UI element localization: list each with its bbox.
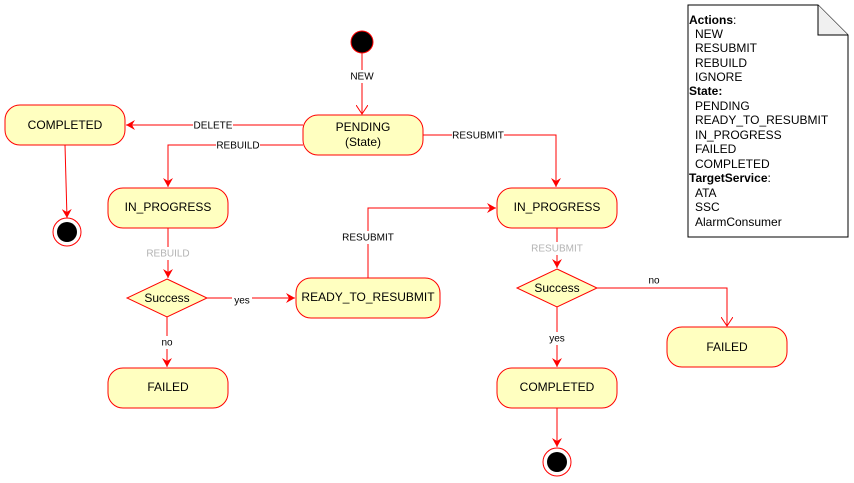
edge-no-right	[597, 287, 727, 326]
decision-success-left[interactable]: Success	[125, 278, 209, 318]
state-label: FAILED	[147, 380, 189, 394]
note-item: PENDING	[695, 99, 750, 113]
initial-node	[350, 30, 374, 54]
note-state-heading: State:	[689, 84, 722, 98]
edge-label-no: no	[648, 276, 660, 287]
edge-label-yes: yes	[549, 334, 565, 345]
state-in-progress-left[interactable]: IN_PROGRESS	[107, 187, 229, 229]
note-item: RESUBMIT	[695, 41, 758, 55]
note-item: COMPLETED	[695, 157, 770, 171]
state-sublabel: (State)	[345, 135, 381, 149]
state-failed-right[interactable]: FAILED	[666, 326, 788, 368]
edge-label-no: no	[161, 338, 173, 349]
note-item: IN_PROGRESS	[695, 128, 782, 142]
state-label: READY_TO_RESUBMIT	[301, 290, 435, 304]
edge-label-yes: yes	[234, 296, 250, 307]
edge-label-new: NEW	[350, 72, 374, 83]
state-completed-right[interactable]: COMPLETED	[496, 367, 618, 409]
state-pending[interactable]: PENDING (State)	[302, 114, 424, 156]
edge-label-rebuild: REBUILD	[216, 141, 259, 152]
state-label: IN_PROGRESS	[514, 200, 601, 214]
state-label: FAILED	[706, 340, 748, 354]
final-node-left	[52, 217, 82, 247]
note-item: ATA	[695, 186, 717, 200]
edge-label-delete: DELETE	[194, 121, 233, 132]
decision-label: Success	[144, 291, 189, 305]
state-label: PENDING	[336, 120, 391, 134]
decision-label: Success	[534, 281, 579, 295]
state-failed-left[interactable]: FAILED	[107, 367, 229, 409]
note-item: AlarmConsumer	[695, 215, 782, 229]
note-target-heading: TargetService:	[689, 171, 771, 185]
state-label: COMPLETED	[28, 118, 103, 132]
state-ready-to-resubmit[interactable]: READY_TO_RESUBMIT	[295, 277, 441, 319]
edge-resubmit	[423, 134, 561, 187]
decision-success-right[interactable]: Success	[515, 268, 599, 308]
edge-final-left	[61, 144, 72, 219]
edge-label-rebuild-grey: REBUILD	[146, 249, 189, 260]
note-item: READY_TO_RESUBMIT	[695, 113, 829, 127]
final-node-right	[542, 447, 572, 477]
state-label: COMPLETED	[520, 380, 595, 394]
note-item: IGNORE	[695, 70, 742, 84]
edge-label-resubmit: RESUBMIT	[342, 233, 394, 244]
note-item: REBUILD	[695, 56, 747, 70]
note-item: FAILED	[695, 142, 737, 156]
state-in-progress-right[interactable]: IN_PROGRESS	[496, 187, 618, 229]
edge-label-resubmit-grey: RESUBMIT	[531, 244, 583, 255]
note-item: SSC	[695, 200, 720, 214]
note-actions-heading: Actions:	[689, 13, 736, 27]
edge-resubmit-ready	[367, 203, 496, 278]
state-label: IN_PROGRESS	[125, 200, 212, 214]
note-item: NEW	[695, 27, 724, 41]
legend-note: Actions: NEW RESUBMIT REBUILD IGNORE Sta…	[687, 4, 849, 238]
edge-label-resubmit-top: RESUBMIT	[452, 131, 504, 142]
state-completed-left[interactable]: COMPLETED	[4, 104, 126, 146]
